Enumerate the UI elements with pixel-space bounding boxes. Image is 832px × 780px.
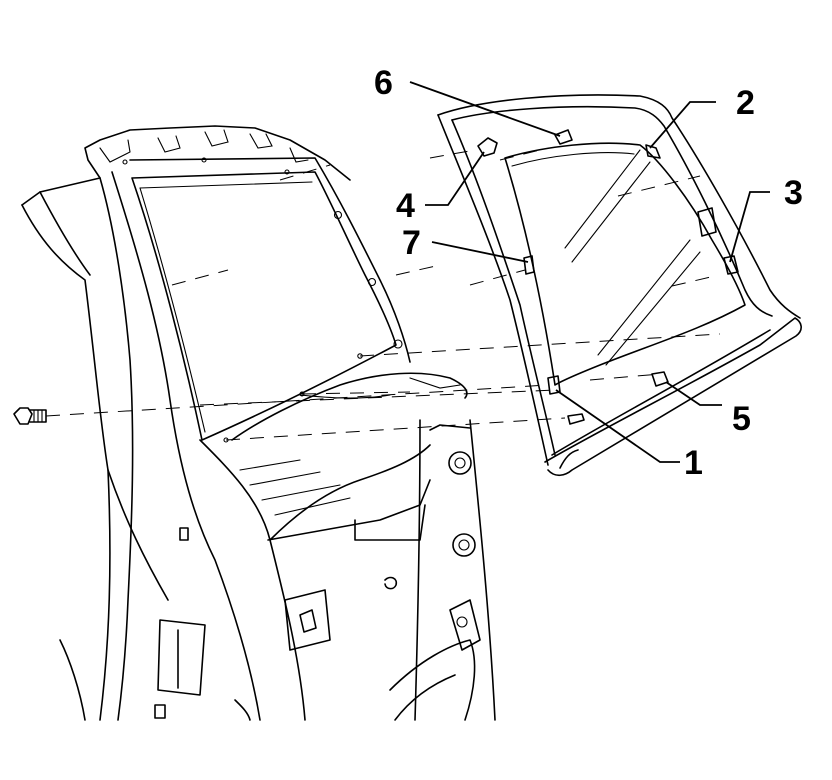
callout-1: 1 [684,444,703,482]
leader-6 [409,81,561,137]
bolt-fastener [13,384,549,425]
leader-1 [555,389,680,463]
leader-4 [425,151,485,206]
callout-5: 5 [732,400,751,438]
callout-6: 6 [374,64,393,102]
assembly-dash-lines [171,149,721,441]
leader-lines [409,81,770,463]
callout-2: 2 [736,84,755,122]
leader-7 [431,241,529,263]
quarter-window-assembly [437,94,802,477]
leader-2 [649,101,716,149]
callout-7: 7 [402,224,421,262]
callout-4: 4 [396,187,415,225]
callout-3: 3 [784,174,803,212]
body-pillar-structure [21,125,496,721]
leader-3 [729,191,770,263]
leader-5 [665,381,722,406]
